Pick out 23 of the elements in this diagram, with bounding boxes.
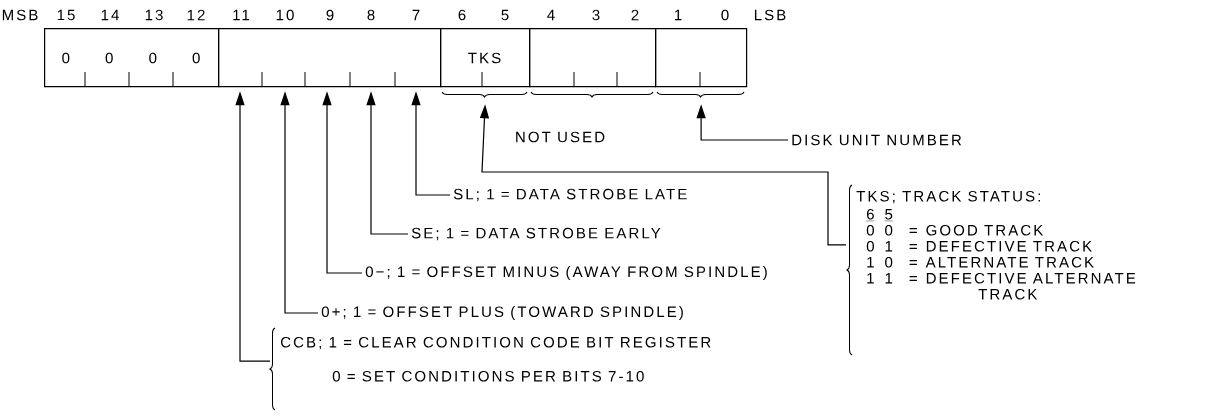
bit-number: 6 [458,9,466,21]
bit-description: TKS; TRACK STATUS: 6 5 0 0 = GOOD TRACK 0 1 = DEFECTIVE TRACK 1 0 = ALTERNATE TRACK 1 1 = DEFECTIVE ALTERNATE TRACK [846,184,1136,356]
bit-number: 1 [675,9,682,21]
bit-description: 0−; 1 = OFFSET MINUS (AWAY FROM SPINDLE) [365,266,767,280]
bit-number: LSB [754,9,786,21]
bit-description: DISK UNIT NUMBER [792,134,962,146]
bit-description: SE; 1 = DATA STROBE EARLY [411,227,661,241]
bit-number: 7 [412,9,420,21]
register-field [529,28,657,88]
bit-description: 0+; 1 = OFFSET PLUS (TOWARD SPINDLE) [321,306,683,320]
register-field [218,28,442,88]
bit-number: 5 [501,9,509,21]
bit-description: CCB; 1 = CLEAR CONDITION CODE BIT REGISTER 0 = SET CONDITIONS PER BITS 7-10 [269,327,711,411]
bit-number: MSB [2,9,38,21]
bit-number: 11 [233,9,250,21]
register-field [655,28,748,88]
bit-number: 2 [631,9,639,21]
bit-number: 12 [187,9,205,21]
bit-number: 4 [547,9,555,21]
bit-description: SL; 1 = DATA STROBE LATE [453,188,687,202]
field-label: NOT USED [516,131,605,143]
register-field: TKS [440,28,531,88]
register-field: 0 0 0 0 [44,28,220,88]
